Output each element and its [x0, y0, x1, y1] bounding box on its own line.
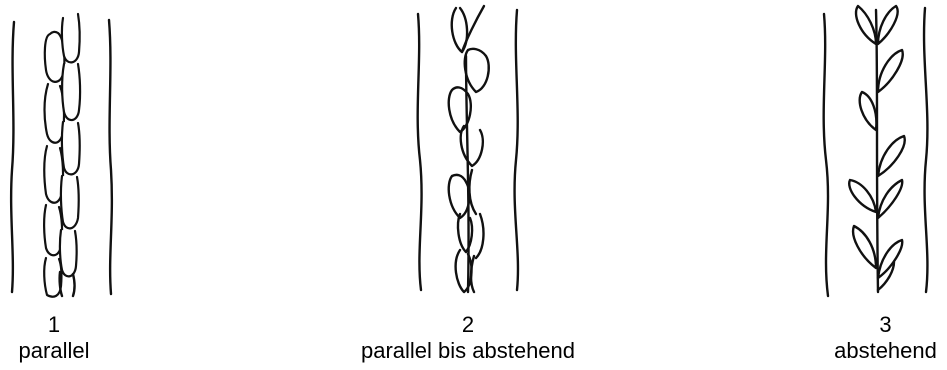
panel-2-right-border — [515, 10, 518, 290]
panel-1-drawing — [0, 0, 140, 305]
panel-3-leaf-1 — [856, 6, 876, 44]
panel-1-label: parallel — [0, 338, 108, 364]
panel-3-leaf-6 — [849, 180, 876, 212]
panel-3-drawing — [806, 0, 947, 305]
panel-2-stem — [466, 56, 469, 292]
panel-3-leaf-8 — [853, 226, 876, 268]
panel-2-leaf-3 — [465, 49, 489, 92]
panel-2-leaf-9 — [476, 214, 483, 258]
panel-3-label: abstehend — [824, 338, 947, 364]
panel-3-left-border — [824, 14, 828, 296]
panel-2-leaf-6 — [449, 175, 470, 218]
panel-1-left-border — [11, 22, 14, 292]
panel-1-cell-r4 — [61, 176, 79, 228]
panel-2-caption: 2 parallel bis abstehend — [338, 312, 598, 364]
panel-1-cell-r1 — [62, 14, 80, 62]
panel-3-right-border — [924, 8, 927, 292]
panel-2-left-border — [418, 14, 422, 290]
panel-3-stem — [876, 10, 878, 292]
panel-3-caption: 3 abstehend — [824, 312, 947, 364]
panel-3-number: 3 — [824, 312, 947, 338]
panel-3-leaf-7 — [878, 180, 902, 218]
panel-2-label: parallel bis abstehend — [338, 338, 598, 364]
panel-2-drawing — [400, 0, 560, 305]
panel-1-number: 1 — [0, 312, 108, 338]
panel-1-cell-r3 — [62, 122, 80, 174]
panel-3-leaf-2 — [878, 6, 898, 44]
panel-3-leaf-4 — [860, 92, 877, 130]
panel-3-leaf-5 — [878, 136, 905, 176]
panel-2-leaf-2 — [462, 6, 484, 52]
panel-1-cell-r5 — [60, 230, 77, 276]
panel-2-leaf-7 — [469, 170, 476, 214]
panel-3-leaf-9 — [878, 240, 902, 278]
panel-1-cell-r2 — [62, 64, 80, 120]
panel-3-leaf-3 — [878, 50, 903, 92]
panel-2-leaf-8 — [458, 214, 472, 252]
panel-1-caption: 1 parallel — [0, 312, 108, 364]
panel-2-leaf-5 — [461, 126, 483, 166]
panel-1-right-border — [109, 20, 112, 294]
panel-2-number: 2 — [338, 312, 598, 338]
